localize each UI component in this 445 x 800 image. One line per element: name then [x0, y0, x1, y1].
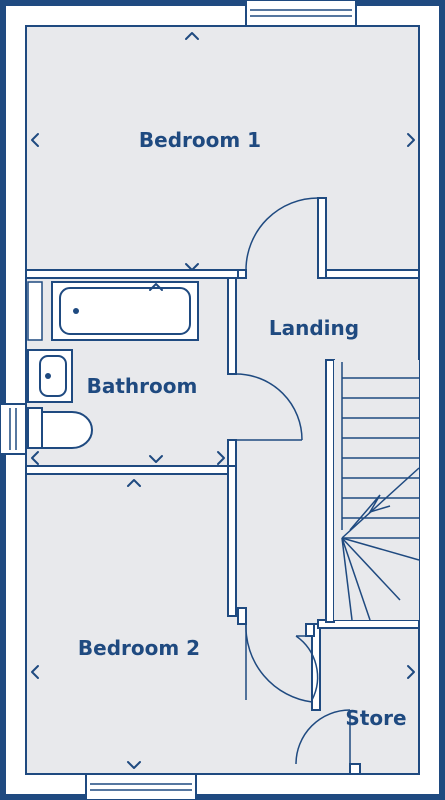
toilet-icon	[27, 407, 93, 449]
chevron-left-icon	[31, 665, 39, 679]
door-swing-icon	[245, 197, 319, 271]
chevron-left-icon	[31, 451, 39, 465]
bath-icon	[27, 281, 199, 341]
door-swing-icon	[295, 709, 351, 765]
internal-walls	[25, 197, 420, 775]
chevron-up-icon	[185, 32, 199, 40]
room-label-bedroom-1: Bedroom 1	[139, 128, 261, 152]
door-swing-icon	[295, 635, 319, 701]
chevron-down-icon	[149, 455, 163, 463]
chevron-right-icon	[407, 665, 415, 679]
window-icon	[0, 403, 27, 455]
stairs-icon	[334, 360, 420, 621]
room-label-bedroom-2: Bedroom 2	[78, 636, 200, 660]
chevron-up-icon	[127, 479, 141, 487]
door-swing-icon	[235, 373, 303, 441]
chevron-down-icon	[185, 263, 199, 271]
room-label-store: Store	[345, 706, 406, 730]
basin-icon	[27, 349, 73, 403]
window-icon	[245, 0, 357, 27]
room-label-landing: Landing	[269, 316, 359, 340]
chevron-up-icon	[149, 283, 163, 291]
chevron-left-icon	[31, 133, 39, 147]
window-icon	[85, 773, 197, 800]
door-swing-icon	[245, 623, 313, 703]
chevron-right-icon	[217, 451, 225, 465]
chevron-right-icon	[407, 133, 415, 147]
chevron-down-icon	[127, 761, 141, 769]
room-label-bathroom: Bathroom	[87, 374, 198, 398]
